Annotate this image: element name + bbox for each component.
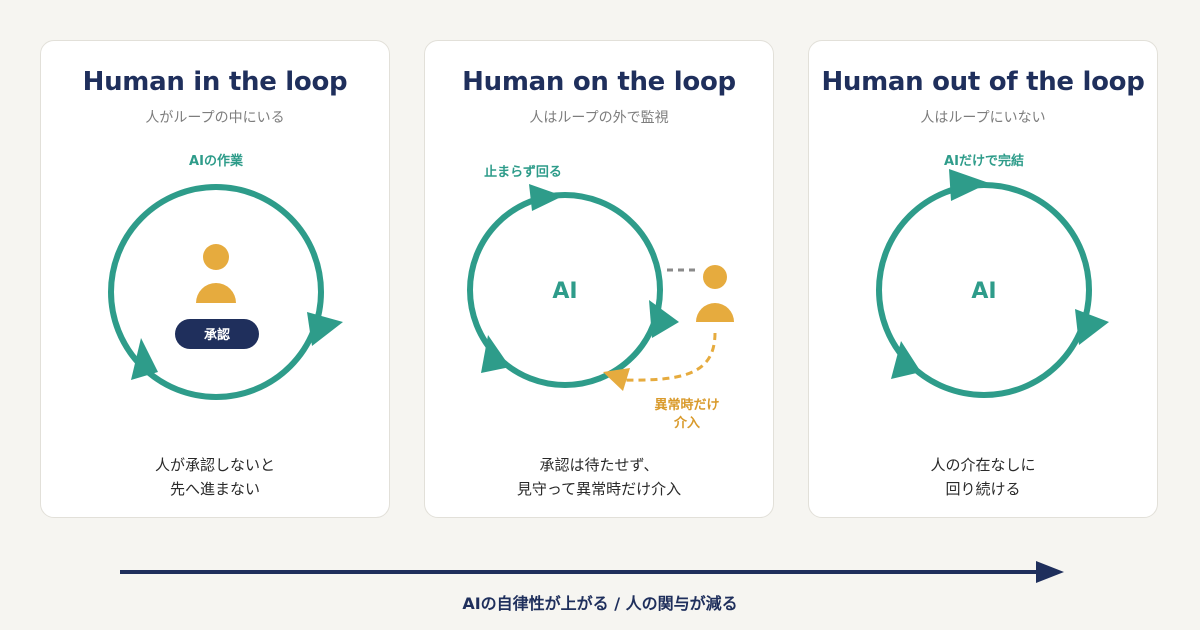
- loop-center-label: AI: [552, 279, 577, 304]
- arrow-icon: [949, 169, 989, 201]
- card-description: 人が承認しないと 先へ進まない: [41, 453, 389, 501]
- loop-circle: [467, 192, 663, 388]
- card-human-on-the-loop: Human on the loop 人はループの外で監視 止まらず回る AI 異…: [424, 40, 774, 518]
- loop-label: 止まらず回る: [484, 164, 562, 180]
- loop-label: AIだけで完結: [944, 153, 1024, 169]
- arrow-icon: [481, 335, 510, 373]
- card-description: 人の介在なしに 回り続ける: [809, 453, 1157, 501]
- card-desc-line: 承認は待たせず、: [539, 456, 659, 474]
- card-desc-line: 先へ進まない: [169, 480, 260, 498]
- loop-label: AIの作業: [189, 153, 244, 169]
- card-human-in-the-loop: Human in the loop 人がループの中にいる AIの作業 承認 人が…: [40, 40, 390, 518]
- person-icon: [196, 244, 236, 303]
- loop-circle: [108, 184, 324, 400]
- loop-diagram: AIの作業 承認: [108, 153, 343, 400]
- arrow-icon: [307, 312, 343, 346]
- loop-diagram: 止まらず回る AI 異常時だけ 介入: [467, 164, 734, 431]
- card-title: Human out of the loop: [821, 67, 1145, 97]
- arrow-icon: [131, 338, 158, 380]
- card-desc-line: 人の介在なしに: [930, 456, 1036, 474]
- arrow-icon: [649, 300, 679, 338]
- card-subtitle: 人がループの中にいる: [145, 110, 285, 126]
- approval-badge-label: 承認: [204, 327, 230, 343]
- intervention-path: [620, 332, 717, 382]
- axis-label: AIの自律性が上がる / 人の関与が減る: [462, 594, 738, 613]
- intervene-label: 異常時だけ: [654, 397, 719, 413]
- card-desc-line: 見守って異常時だけ介入: [516, 480, 682, 498]
- arrow-icon: [1075, 309, 1109, 345]
- loop-diagram: AIだけで完結 AI: [876, 153, 1109, 398]
- card-desc-line: 回り続ける: [945, 480, 1021, 498]
- arrow-icon: [891, 341, 921, 379]
- card-title: Human in the loop: [82, 67, 348, 97]
- approval-badge: [175, 319, 259, 349]
- card-subtitle: 人はループの外で監視: [529, 110, 669, 126]
- card-description: 承認は待たせず、 見守って異常時だけ介入: [425, 453, 773, 501]
- arrow-icon: [529, 184, 563, 211]
- person-icon: [696, 265, 734, 322]
- loop-center-label: AI: [971, 279, 996, 304]
- card-subtitle: 人はループにいない: [920, 110, 1046, 126]
- intervene-label: 介入: [673, 415, 700, 431]
- card-title: Human on the loop: [462, 67, 736, 97]
- card-desc-line: 人が承認しないと: [154, 456, 275, 474]
- arrow-icon: [603, 368, 630, 391]
- axis-arrow-icon: [1036, 561, 1064, 583]
- card-human-out-of-the-loop: Human out of the loop 人はループにいない AIだけで完結 …: [808, 40, 1158, 518]
